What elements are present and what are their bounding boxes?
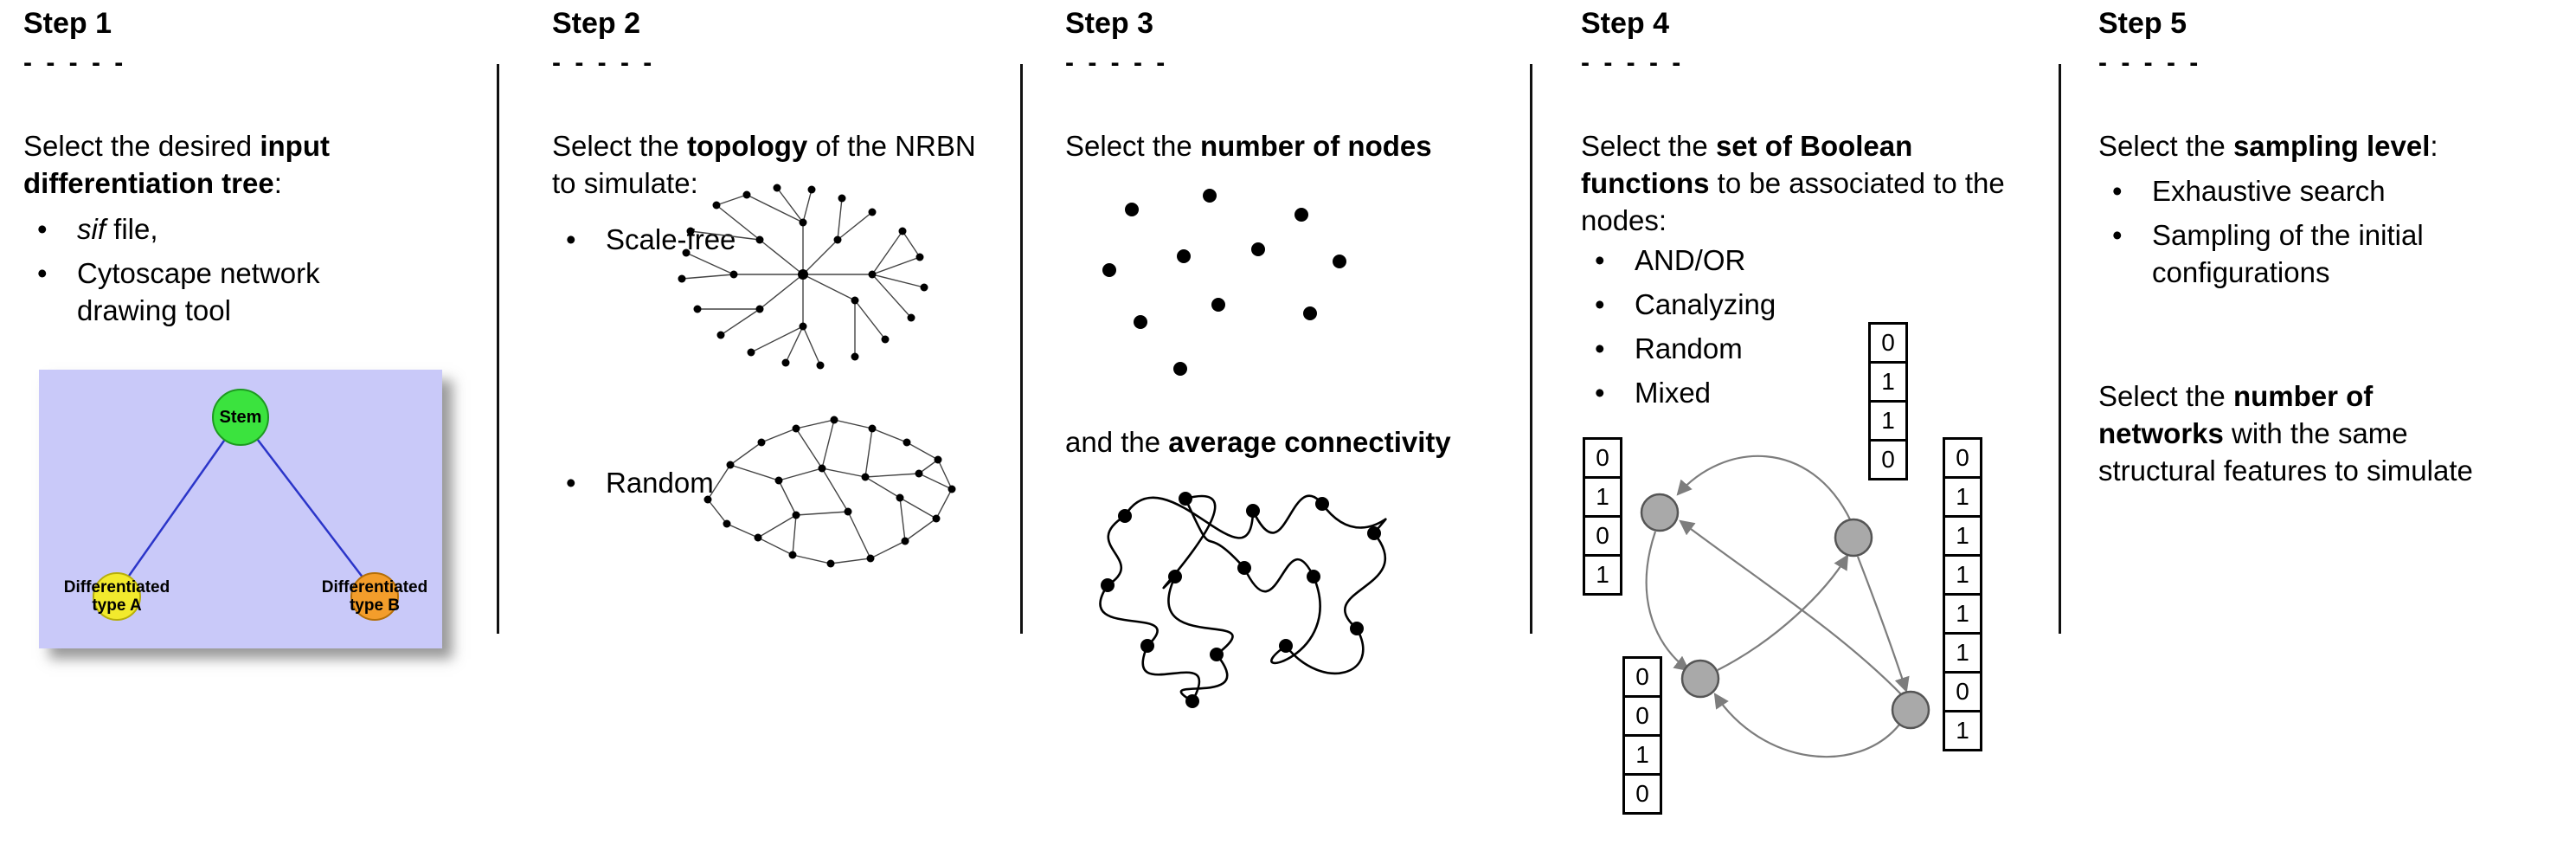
truth-table-cell: 1 xyxy=(1943,593,1982,635)
bullet-text: Cytoscape network drawing tool xyxy=(77,256,320,326)
bullet-text: Random xyxy=(1635,332,1743,364)
truth-table-cell: 0 xyxy=(1622,656,1662,698)
type-b-label: Differentiated type B xyxy=(321,578,428,615)
tree-edges xyxy=(115,416,376,594)
truth-table-cell: 0 xyxy=(1868,322,1908,364)
step4-bullet-list: AND/OR Canalyzing Random Mixed xyxy=(1581,235,1858,412)
type-a-label: Differentiated type A xyxy=(63,578,170,615)
node-dots xyxy=(1102,189,1346,376)
column-divider xyxy=(497,64,499,634)
truth-table-cell: 1 xyxy=(1583,554,1622,596)
step3-title: Step 3 xyxy=(1065,7,1154,40)
step1-dashes: - - - - - xyxy=(23,48,127,77)
truth-table-cell: 0 xyxy=(1943,437,1982,479)
scale-free-nodes xyxy=(678,184,928,370)
differentiation-tree-illustration: Stem Differentiated type A Differentiate… xyxy=(39,370,442,648)
tangle-nodes xyxy=(1101,492,1381,708)
step5-networks-line-1: Select the number of xyxy=(2098,380,2374,412)
step1-bullet-list: sif file, Cytoscape network drawing tool xyxy=(23,204,395,330)
column-divider xyxy=(1530,64,1532,634)
step2-bullet-scalefree: Scale-free xyxy=(552,222,812,259)
bullet-text: AND/OR xyxy=(1635,244,1746,276)
truth-table-cell: 0 xyxy=(1622,773,1662,815)
truth-table-cell: 0 xyxy=(1583,437,1622,479)
step5-bullet-list: Exhaustive search Sampling of the initia… xyxy=(2098,166,2505,292)
step5-sampling-line: Select the sampling level: xyxy=(2098,130,2438,162)
truth-table-cell: 1 xyxy=(1943,632,1982,674)
bullet-text: Exhaustive search xyxy=(2152,175,2386,207)
step4-bullet-andor: AND/OR xyxy=(1581,242,1858,280)
step2-dashes: - - - - - xyxy=(552,48,656,77)
step2-bullet-random: Random xyxy=(552,465,812,502)
boolean-network-arrows xyxy=(1645,455,1910,758)
differentiated-type-a-node xyxy=(93,572,141,621)
bullet-text: Random xyxy=(606,466,714,499)
truth-table-right: 0 1 1 1 1 1 0 1 xyxy=(1943,437,1982,751)
step5-column: Step 5 - - - - - Select the sampling lev… xyxy=(2098,0,2576,851)
truth-table-cell: 1 xyxy=(1622,734,1662,776)
bullet-text: sif file, xyxy=(77,213,158,245)
step3-line-nodes: Select the number of nodes xyxy=(1065,130,1432,162)
step4-bullet-canalyzing: Canalyzing xyxy=(1581,287,1858,324)
truth-table-cell: 1 xyxy=(1943,710,1982,751)
step5-networks-line-2: networks with the same xyxy=(2098,416,2408,449)
truth-table-cell: 1 xyxy=(1583,476,1622,518)
tangle-edges xyxy=(1099,494,1387,703)
truth-table-cell: 1 xyxy=(1943,476,1982,518)
truth-table-cell: 0 xyxy=(1868,439,1908,480)
step4-title: Step 4 xyxy=(1581,7,1670,40)
nodes-dots-illustration xyxy=(1102,189,1346,376)
step1-intro: Select the desired input differentiation… xyxy=(23,130,330,199)
stem-node-label: Stem xyxy=(219,407,262,427)
differentiated-type-b-node xyxy=(350,572,399,621)
step5-bullet-sampling: Sampling of the initial configurations xyxy=(2098,217,2505,292)
bullet-text: Mixed xyxy=(1635,376,1712,409)
bullet-text: Scale-free xyxy=(606,223,736,255)
connectivity-network-illustration xyxy=(1099,492,1387,708)
truth-table-left: 0 1 0 1 xyxy=(1583,437,1622,596)
step5-networks-line: Select the number of networks with the s… xyxy=(2098,378,2576,490)
boolean-network-illustration xyxy=(1640,455,1930,758)
bullet-text: Sampling of the initial configurations xyxy=(2152,218,2424,288)
boolean-network-nodes xyxy=(1640,493,1930,730)
stem-node: Stem xyxy=(212,389,269,446)
step1-column: Step 1 - - - - - Select the desired inpu… xyxy=(23,0,495,851)
step4-bullet-mixed: Mixed xyxy=(1581,375,1858,412)
step5-networks-line-3: structural features to simulate xyxy=(2098,454,2473,487)
step4-bullet-random: Random xyxy=(1581,331,1858,368)
random-network-illustration xyxy=(703,416,956,568)
step5-dashes: - - - - - xyxy=(2098,48,2202,77)
scale-free-network-illustration xyxy=(678,184,928,370)
random-network-nodes xyxy=(703,416,956,568)
truth-table-cell: 0 xyxy=(1943,671,1982,712)
step5-title: Step 5 xyxy=(2098,7,2187,40)
truth-table-cell: 1 xyxy=(1868,400,1908,442)
column-divider xyxy=(1020,64,1023,634)
step3-line-connectivity: and the average connectivity xyxy=(1065,426,1451,458)
step3-column: Step 3 - - - - - Select the number of no… xyxy=(1065,0,1532,851)
step2-intro: Select the topology of the NRBN to simul… xyxy=(552,130,976,199)
column-divider xyxy=(2059,64,2061,634)
step2-title: Step 2 xyxy=(552,7,641,40)
step1-bullet-sif: sif file, xyxy=(23,211,395,248)
step4-dashes: - - - - - xyxy=(1581,48,1685,77)
bullet-text: Canalyzing xyxy=(1635,287,1776,320)
step1-bullet-cytoscape: Cytoscape network drawing tool xyxy=(23,255,395,330)
step4-intro: Select the set of Boolean functions to b… xyxy=(1581,130,2005,236)
step3-dashes: - - - - - xyxy=(1065,48,1169,77)
truth-table-cell: 1 xyxy=(1943,515,1982,557)
truth-table-cell: 0 xyxy=(1583,515,1622,557)
truth-table-cell: 1 xyxy=(1868,361,1908,403)
truth-table-top: 0 1 1 0 xyxy=(1868,322,1908,480)
truth-table-cell: 0 xyxy=(1622,695,1662,737)
truth-table-bottom: 0 0 1 0 xyxy=(1622,656,1662,815)
step4-column: Step 4 - - - - - Select the set of Boole… xyxy=(1581,0,2059,851)
step1-title: Step 1 xyxy=(23,7,112,40)
step5-bullet-exhaustive: Exhaustive search xyxy=(2098,173,2505,210)
truth-table-cell: 1 xyxy=(1943,554,1982,596)
step2-column: Step 2 - - - - - Select the topology of … xyxy=(552,0,1019,851)
